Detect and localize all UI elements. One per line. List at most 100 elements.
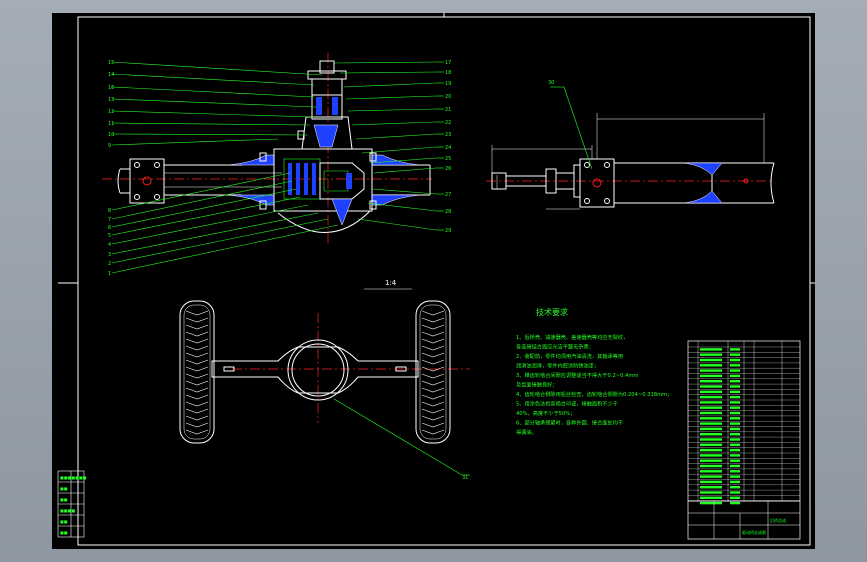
tread-chevron: [421, 352, 445, 358]
callout-number: 22: [445, 120, 451, 126]
housing-trumpet-top: [227, 154, 275, 166]
left-leaders: [111, 61, 339, 274]
table-cell-text: [700, 433, 722, 436]
table-cell-text: [730, 470, 740, 473]
table-cell-text: [700, 475, 722, 478]
table-cell-text: [700, 380, 722, 383]
table-cell-text: [730, 390, 740, 393]
tech-line: 各连接结合面应光洁平整无杂质；: [516, 343, 594, 351]
drive-pinion: [313, 124, 339, 148]
callout-number: 12: [108, 109, 114, 115]
tech-title: 技术要求: [536, 307, 568, 317]
table-cell-text: [700, 385, 722, 388]
table-cell-text: [730, 491, 740, 494]
table-cell-text: [700, 470, 722, 473]
tread-chevron: [185, 352, 209, 358]
table-cell-text: [700, 422, 722, 425]
svg-text:■■: ■■: [60, 530, 68, 535]
spring-pad-right: [395, 366, 407, 372]
tread-chevron: [185, 373, 209, 379]
svg-text:■■: ■■: [60, 519, 68, 524]
callout-number: 18: [445, 70, 451, 76]
callout-leader: [111, 224, 339, 274]
callout-number: 26: [445, 166, 451, 172]
table-cell-text: [730, 358, 740, 362]
table-cell-text: [730, 395, 740, 399]
table-cell-text: [730, 438, 740, 441]
callout-number: 29: [445, 228, 451, 234]
side-trumpet-bottom: [683, 190, 723, 204]
table-cell-text: [700, 390, 722, 393]
pinion-bearing: [316, 97, 322, 115]
tech-line: 2、装配前，零件均须用汽油清洗，其轴承等用: [516, 352, 623, 360]
side-callout: 30: [548, 80, 554, 86]
table-cell-text: [700, 427, 722, 431]
tech-line: 润滑油润滑，零件内腔涂防锈油漆；: [516, 362, 599, 370]
tech-line: 6、部分轴承预紧时，各种外圆、接合面处均不: [516, 419, 623, 427]
table-cell-text: [730, 433, 740, 436]
callout-number: 8: [108, 208, 111, 214]
callout-leader: [371, 188, 437, 195]
table-cell-text: [700, 491, 722, 494]
tread-chevron: [421, 359, 445, 365]
table-cell-text: [700, 406, 722, 409]
tread-chevron: [185, 408, 209, 414]
side-leader: [563, 86, 593, 170]
tire-inner: [419, 304, 447, 440]
callout-number: 20: [445, 94, 451, 100]
bolt-hole: [154, 162, 160, 168]
tread-chevron: [185, 345, 209, 351]
table-cell-text: [700, 496, 722, 499]
table-cell-text: [730, 459, 740, 462]
scale-label: 1:4: [385, 279, 397, 287]
callout-leader: [367, 202, 437, 212]
diff-bowl-inner: [291, 343, 345, 397]
tread-chevron: [185, 317, 209, 323]
tread-chevron: [421, 429, 445, 435]
diff-bowl-outer: [287, 339, 349, 401]
callout-number: 4: [108, 242, 111, 248]
callout-number: 14: [108, 72, 114, 78]
bolt-hole: [134, 194, 140, 200]
table-cell-text: [700, 417, 722, 420]
side-hole: [743, 178, 749, 184]
tech-line: 1、后桥壳、减速器壳、差速器壳等均应无裂纹，: [516, 333, 628, 341]
table-cell-text: [730, 464, 740, 468]
tread-chevron: [185, 359, 209, 365]
shaft-end: [491, 172, 507, 190]
side-gear: [346, 173, 352, 189]
callout-number: 19: [445, 81, 451, 87]
svg-text:■■: ■■: [60, 486, 68, 491]
table-cell-text: [730, 417, 740, 420]
table-cell-text: [730, 348, 740, 351]
plan-leader: [333, 398, 463, 476]
table-cell-text: [730, 496, 740, 499]
table-cell-text: [730, 448, 740, 452]
callout-leader: [111, 110, 315, 118]
callout-number: 24: [445, 145, 451, 151]
left-flange-plate: [129, 158, 165, 204]
bolt-hole: [604, 162, 610, 168]
table-cell-text: [730, 454, 740, 457]
callout-leader: [111, 172, 291, 211]
callout-number: 27: [445, 192, 451, 198]
tread-chevron: [421, 310, 445, 316]
tech-line: 及齿面接触良好；: [516, 381, 558, 389]
table-cell-text: [700, 486, 722, 489]
callout-number: 15: [108, 60, 114, 66]
callout-number: 16: [108, 85, 114, 91]
callout-leader: [111, 138, 279, 146]
diff-bearing-stack: [288, 163, 316, 195]
callout-leader: [347, 108, 437, 112]
table-cell-text: [700, 369, 722, 372]
table-cell-text: [730, 427, 740, 431]
parts-list-table: [687, 340, 801, 505]
svg-text:■■■■■■■: ■■■■■■■: [60, 475, 87, 480]
tread-chevron: [185, 394, 209, 400]
axle-plan-view: 31: [179, 300, 470, 481]
tire-inner: [183, 304, 211, 440]
callout-number: 5: [108, 233, 111, 239]
tread-chevron: [421, 401, 445, 407]
